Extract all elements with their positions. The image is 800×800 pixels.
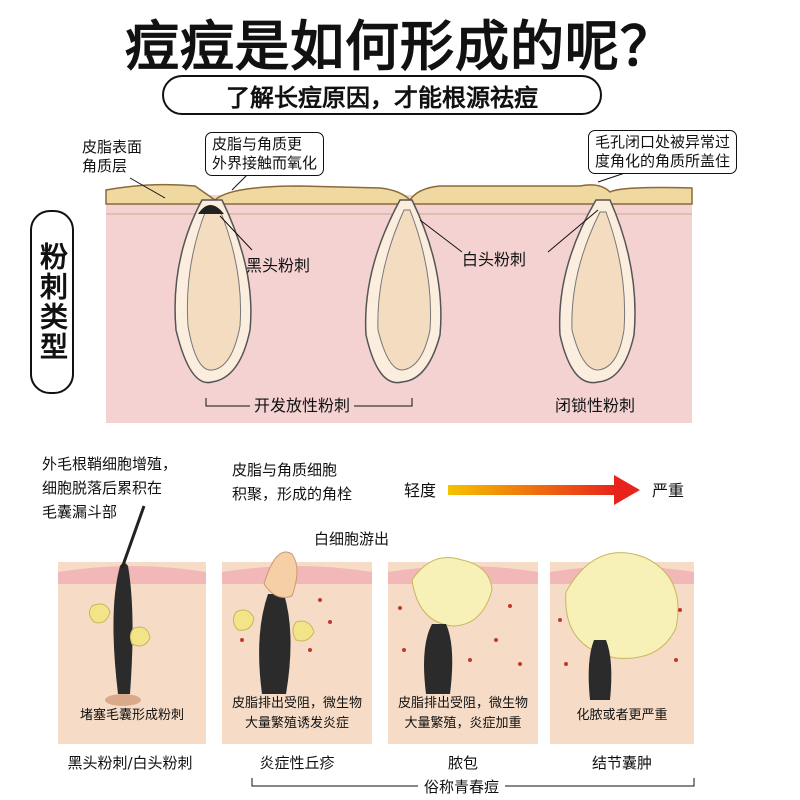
- severity-light-label: 轻度: [404, 481, 437, 500]
- stage-name-comedone: 黑头粉刺/白头粉刺: [67, 754, 193, 772]
- wbc-note: 白细胞游出: [314, 530, 390, 548]
- comedone-type-label: 粉刺类型: [30, 210, 74, 394]
- closed-pore-callout: 毛孔闭口处被异常过 度角化的角质所盖住: [588, 130, 738, 174]
- oxidize-callout: 皮脂与角质更 外界接触而氧化: [205, 132, 325, 176]
- blackhead-plug: [198, 205, 224, 214]
- comedone-type-text: 粉刺类型: [36, 242, 69, 362]
- comedone-cross-section: [105, 167, 693, 423]
- page-title: 痘痘是如何形成的呢？: [125, 15, 675, 78]
- follicle-whitehead: [364, 199, 442, 384]
- stage-caption-2: 皮脂排出受阻，微生物 大量繁殖诱发炎症: [231, 696, 362, 731]
- open-comedone-label: 开发放性粉刺: [250, 396, 355, 415]
- follicle-closed: [558, 199, 636, 384]
- severity-heavy-label: 严重: [652, 481, 685, 500]
- follicle-blackhead: [174, 199, 252, 384]
- sebum-surface-label: 皮脂表面 角质层: [82, 138, 143, 175]
- subtitle-text: 了解长痘原因，才能根源祛痘: [226, 83, 538, 112]
- whitehead-label: 白头粉刺: [462, 250, 527, 269]
- stage-name-nodule: 结节囊肿: [591, 754, 652, 772]
- acne-group-label: 俗称青春痘: [418, 776, 506, 797]
- subtitle-pill: 了解长痘原因，才能根源祛痘: [162, 75, 602, 115]
- keratin-plug-note: 皮脂与角质细胞 积聚，形成的角栓: [232, 461, 353, 503]
- closed-comedone-label: 闭锁性粉刺: [555, 396, 636, 415]
- stage-name-papule: 炎症性丘疹: [259, 754, 335, 772]
- stage-caption-3: 皮脂排出受阻，微生物 大量繁殖，炎症加重: [397, 696, 528, 731]
- hair-sheath-note: 外毛根鞘细胞增殖， 细胞脱落后累积在 毛囊漏斗部: [42, 455, 178, 521]
- stage-caption-4: 化脓或者更严重: [576, 708, 668, 723]
- blackhead-label: 黑头粉刺: [246, 256, 311, 275]
- stage-name-pustule: 脓包: [447, 754, 478, 772]
- stage-caption-1: 堵塞毛囊形成粉刺: [79, 708, 184, 723]
